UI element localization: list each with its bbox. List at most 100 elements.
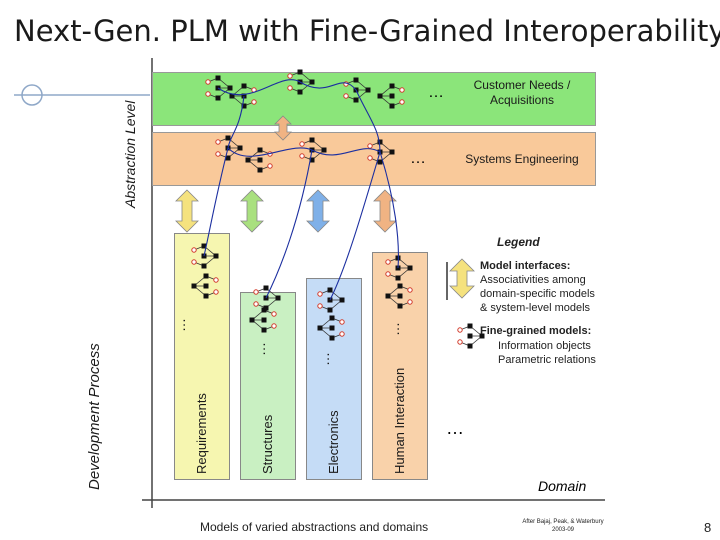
information-object-node [309,79,315,85]
model-relation [207,77,231,99]
slide-title: Next-Gen. PLM with Fine-Grained Interope… [14,14,720,48]
information-object-node [397,293,403,299]
interface-arrow [274,115,292,141]
associativity-link [379,151,399,269]
legend-fine-grained-line: Parametric relations [498,354,596,366]
parametric-node [317,291,323,297]
information-object-node [395,275,401,281]
information-object-node [377,139,383,145]
information-object-node [309,137,315,143]
information-object-node [275,295,281,301]
model-relation [289,71,313,93]
legend-model-interfaces-line: Associativities among [480,274,586,286]
parametric-node [399,87,405,93]
domain-ellipsis: … [446,418,464,438]
footer-credit: After Bajaj, Peak, & Waterbury 2003-09 [508,518,618,534]
interface-arrow [373,189,397,233]
model-relation [193,275,217,297]
information-object-node [263,285,269,291]
information-object-node [467,333,473,339]
information-object-node [377,159,383,165]
parametric-node [339,319,345,325]
model-relation [217,137,241,159]
information-object-node [389,93,395,99]
parametric-node [339,331,345,337]
information-object-node [215,75,221,81]
information-object-node [467,323,473,329]
parametric-node [457,327,463,333]
parametric-node [457,339,463,345]
information-object-node [229,93,235,99]
information-object-node [191,283,197,289]
parametric-node [267,163,273,169]
footer-credit-line: After Bajaj, Peak, & Waterbury [522,519,604,525]
parametric-node [407,287,413,293]
parametric-node [367,143,373,149]
information-object-node [339,297,345,303]
information-object-node [317,325,323,331]
information-object-node [237,145,243,151]
associativity-link [311,148,381,156]
human-interaction-column [372,252,428,480]
model-relation [387,285,411,307]
parametric-node [205,91,211,97]
footer-caption: Models of varied abstractions and domain… [200,520,429,534]
associativity-link [217,79,301,96]
parametric-node [287,85,293,91]
information-object-node [389,83,395,89]
information-object-node [389,103,395,109]
information-object-node [397,303,403,309]
model-relation [301,139,325,161]
legend-interface-arrow [449,258,475,299]
information-object-node [327,287,333,293]
associativity-link [299,81,357,91]
associativity-link [227,147,313,157]
parametric-node [215,151,221,157]
information-object-node [327,307,333,313]
requirements-column [174,233,230,480]
parametric-node [367,155,373,161]
page-number: 8 [704,520,712,535]
parametric-node [271,311,277,317]
information-object-node [257,157,263,163]
model-relation [193,245,217,267]
parametric-node [343,93,349,99]
interface-arrow [306,189,330,233]
model-relation [319,317,343,339]
information-object-node [203,283,209,289]
parametric-node [299,141,305,147]
associativity-link [329,151,381,301]
associativity-link [265,149,313,299]
associativity-link [355,89,381,153]
parametric-node [191,247,197,253]
model-relation [369,141,393,163]
parametric-node [205,79,211,85]
customer-needs-label: Customer Needs / Acquisitions [473,78,571,107]
footer-credit-line: 2003-09 [551,527,575,533]
information-object-node [329,325,335,331]
information-object-node [353,77,359,83]
interface-arrow [240,189,264,233]
parametric-node [253,289,259,295]
parametric-node [271,323,277,329]
information-object-node [257,167,263,173]
information-object-node [245,157,251,163]
information-object-node [215,95,221,101]
parametric-node [385,259,391,265]
interface-arrow [175,189,199,233]
information-object-node [241,83,247,89]
information-object-node [257,147,263,153]
model-relation [251,309,275,331]
information-object-node [225,155,231,161]
information-object-node [353,97,359,103]
model-relation [319,289,343,311]
information-object-node [467,343,473,349]
information-object-node [203,273,209,279]
parametric-node [399,99,405,105]
legend-title: Legend [497,235,540,249]
information-object-node [201,243,207,249]
information-object-node [261,317,267,323]
structures-column [240,292,296,480]
